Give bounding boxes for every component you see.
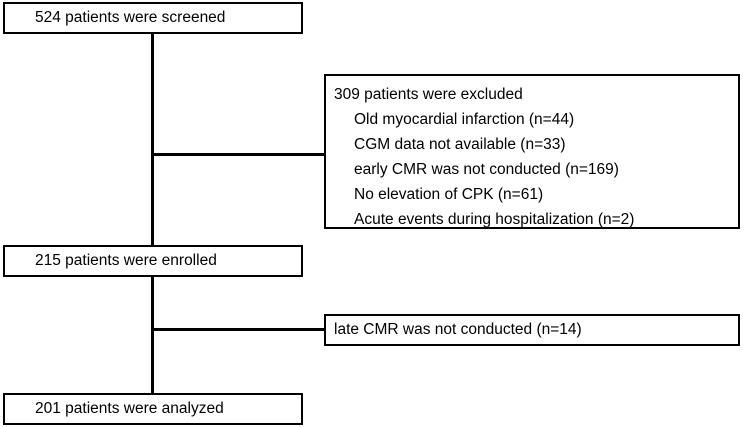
connector-screened-to-enrolled: [151, 33, 154, 246]
node-screened-label: 524 patients were screened: [35, 9, 226, 27]
connector-enrolled-to-analyzed: [151, 276, 154, 394]
excluded-reason-item: No elevation of CPK (n=61): [354, 186, 544, 203]
excluded-heading: 309 patients were excluded: [334, 86, 523, 103]
connector-branch-to-exclusions: [151, 153, 326, 156]
node-analyzed-label: 201 patients were analyzed: [35, 400, 224, 418]
node-analyzed: 201 patients were analyzed: [3, 393, 303, 425]
node-excluded: 309 patients were excluded Old myocardia…: [324, 74, 740, 229]
node-late-cmr-excluded-label: late CMR was not conducted (n=14): [334, 321, 582, 339]
node-enrolled-label: 215 patients were enrolled: [35, 252, 217, 270]
connector-branch-to-late-cmr: [151, 328, 326, 331]
node-enrolled: 215 patients were enrolled: [3, 245, 303, 277]
excluded-reason-item: Acute events during hospitalization (n=2…: [354, 211, 635, 228]
node-screened: 524 patients were screened: [3, 2, 303, 34]
excluded-reason-item: CGM data not available (n=33): [354, 136, 566, 153]
excluded-reason-item: Old myocardial infarction (n=44): [354, 111, 575, 128]
node-late-cmr-excluded: late CMR was not conducted (n=14): [324, 314, 740, 346]
excluded-reason-list: Old myocardial infarction (n=44) CGM dat…: [334, 107, 730, 232]
excluded-reason-item: early CMR was not conducted (n=169): [354, 161, 619, 178]
